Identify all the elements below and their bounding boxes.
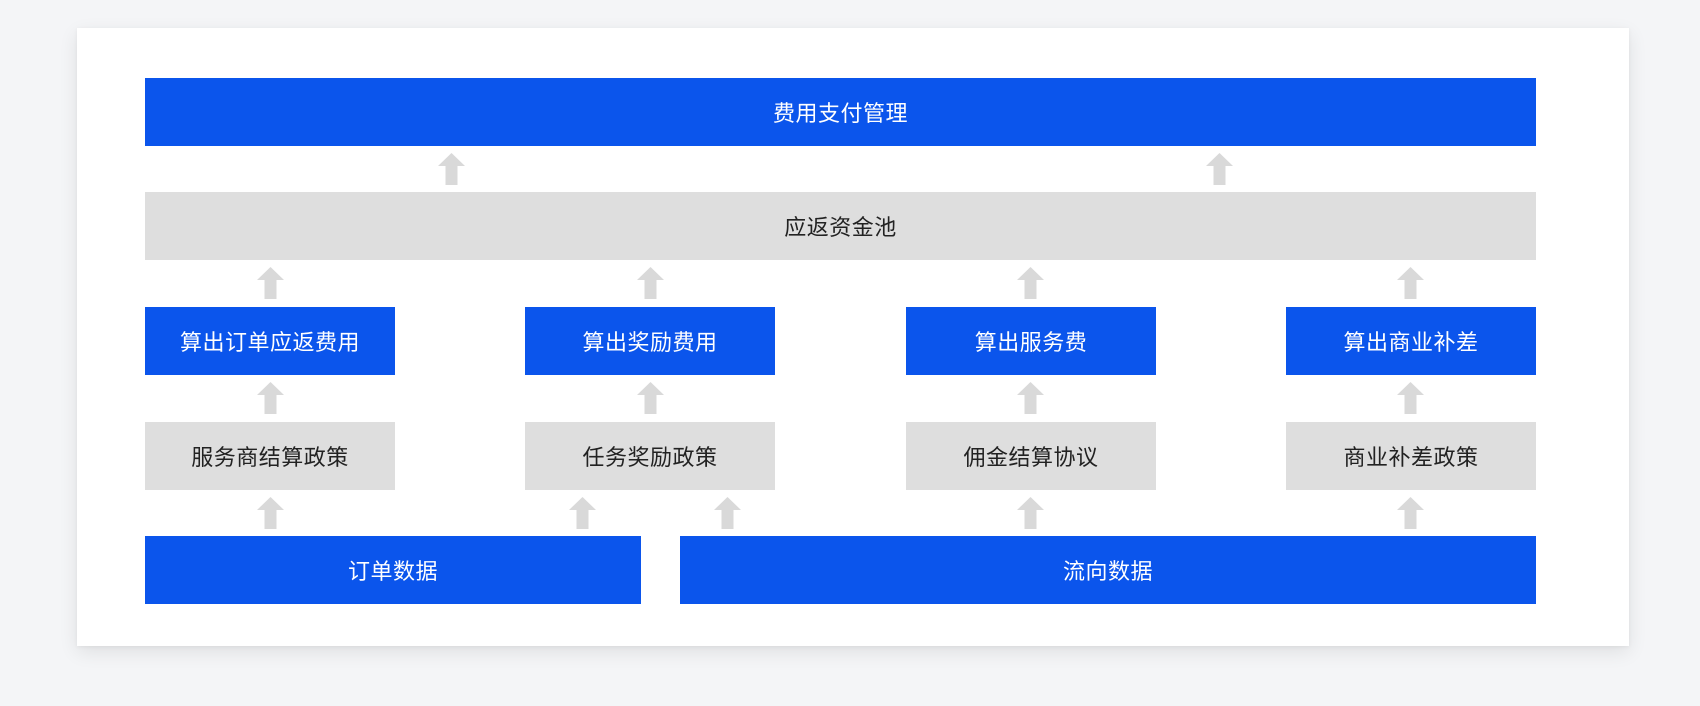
up-arrow-icon	[569, 497, 596, 529]
up-arrow-icon	[438, 153, 465, 185]
box-label: 流向数据	[1062, 559, 1153, 584]
box-task-reward-policy: 任务奖励政策	[525, 422, 775, 490]
up-arrow-icon	[1017, 497, 1044, 529]
up-arrow-icon	[1017, 382, 1044, 414]
box-calc-business-subsidy: 算出商业补差	[1286, 307, 1536, 375]
box-label: 佣金结算协议	[963, 445, 1099, 470]
up-arrow-icon	[637, 382, 664, 414]
up-arrow-icon	[257, 497, 284, 529]
box-label: 算出商业补差	[1343, 330, 1479, 355]
up-arrow-icon	[637, 267, 664, 299]
box-label: 服务商结算政策	[191, 445, 349, 470]
up-arrow-icon	[1017, 267, 1044, 299]
box-label: 任务奖励政策	[582, 445, 718, 470]
box-business-subsidy-policy: 商业补差政策	[1286, 422, 1536, 490]
up-arrow-icon	[1397, 267, 1424, 299]
box-label: 算出订单应返费用	[179, 330, 360, 355]
box-label: 费用支付管理	[772, 101, 908, 126]
box-commission-settlement-agreement: 佣金结算协议	[906, 422, 1156, 490]
box-calc-reward-fee: 算出奖励费用	[525, 307, 775, 375]
box-calc-order-refund: 算出订单应返费用	[145, 307, 395, 375]
box-label: 算出服务费	[974, 330, 1088, 355]
box-flow-data: 流向数据	[680, 536, 1536, 604]
box-label: 算出奖励费用	[582, 330, 718, 355]
up-arrow-icon	[1206, 153, 1233, 185]
box-calc-service-fee: 算出服务费	[906, 307, 1156, 375]
box-order-data: 订单数据	[145, 536, 641, 604]
box-provider-settlement-policy: 服务商结算政策	[145, 422, 395, 490]
up-arrow-icon	[257, 267, 284, 299]
up-arrow-icon	[1397, 382, 1424, 414]
up-arrow-icon	[714, 497, 741, 529]
up-arrow-icon	[257, 382, 284, 414]
up-arrow-icon	[1397, 497, 1424, 529]
box-fund-pool: 应返资金池	[145, 192, 1536, 260]
box-fee-payment-management: 费用支付管理	[145, 78, 1536, 146]
box-label: 商业补差政策	[1343, 445, 1479, 470]
diagram-card: 费用支付管理 应返资金池 算出订单应返费用 算出奖励费用 算出服务费 算出商业补…	[77, 28, 1629, 646]
box-label: 订单数据	[347, 559, 438, 584]
box-label: 应返资金池	[784, 215, 897, 240]
